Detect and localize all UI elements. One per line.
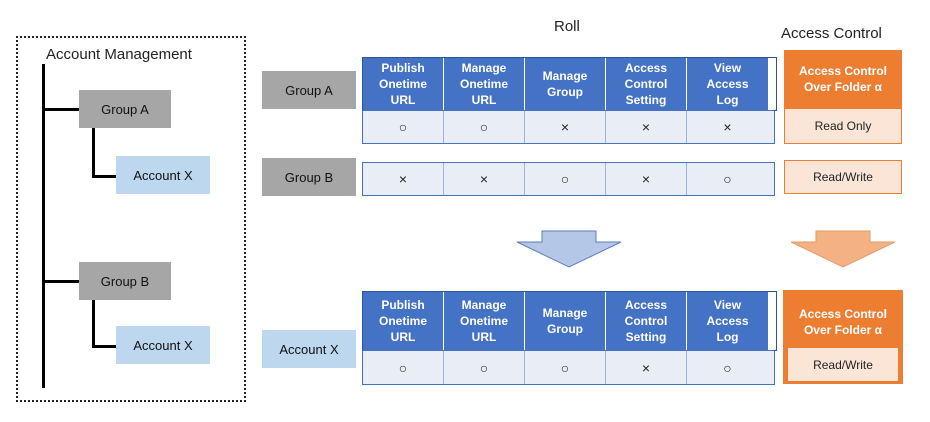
role-mark: ○: [363, 351, 444, 384]
role-mark: ○: [723, 171, 732, 187]
group-b-role-row: × × ○ × ○: [362, 162, 775, 196]
tree-connector-a-h: [92, 175, 117, 178]
header-manage-onetime-url: Manage Onetime URL: [444, 292, 525, 350]
header-publish-onetime-url: Publish Onetime URL: [363, 58, 444, 110]
account-management-panel: [16, 36, 246, 402]
role-mark: ×: [363, 163, 444, 195]
role-header-row-top: Publish Onetime URL Manage Onetime URL M…: [362, 57, 777, 111]
role-mark: ○: [444, 111, 525, 143]
role-mark: ×: [606, 111, 687, 143]
account-management-title: Account Management: [46, 46, 192, 63]
tree-group-a: Group A: [79, 90, 171, 128]
header-access-control-setting: Access Control Setting: [606, 292, 687, 350]
role-mark: ○: [444, 351, 525, 384]
header-manage-group: Manage Group: [525, 292, 606, 350]
tree-trunk-line: [42, 64, 45, 388]
role-mark: ×: [525, 111, 606, 143]
role-mark: ○: [525, 163, 606, 195]
roll-heading: Roll: [554, 18, 580, 35]
group-a-label: Group A: [262, 71, 356, 109]
header-publish-onetime-url: Publish Onetime URL: [363, 292, 444, 350]
account-x-access: Read/Write: [787, 347, 899, 382]
tree-branch-group-a: [42, 108, 80, 111]
tree-connector-a: [92, 128, 95, 178]
role-mark: ×: [723, 119, 732, 135]
orange-down-arrow-icon: [790, 230, 896, 268]
account-x-label: Account X: [262, 330, 356, 368]
tree-connector-b-h: [92, 345, 117, 348]
role-mark: ○: [525, 351, 606, 384]
tree-account-x-2: Account X: [116, 326, 210, 364]
group-a-role-row: ○ ○ × × ×: [362, 110, 775, 144]
role-mark: ×: [606, 351, 687, 384]
group-b-label: Group B: [262, 158, 356, 196]
header-view-access-log: View Access Log: [687, 58, 768, 110]
role-mark: ×: [444, 163, 525, 195]
tree-group-b: Group B: [79, 262, 171, 300]
group-a-access: Read Only: [784, 108, 902, 144]
role-mark: ×: [606, 163, 687, 195]
header-access-control-setting: Access Control Setting: [606, 58, 687, 110]
header-manage-group: Manage Group: [525, 58, 606, 110]
tree-account-x-1: Account X: [116, 156, 210, 194]
tree-branch-group-b: [42, 280, 80, 283]
role-mark: ○: [723, 359, 732, 376]
header-manage-onetime-url: Manage Onetime URL: [444, 58, 525, 110]
tree-connector-b: [92, 300, 95, 348]
access-control-header-top: Access Control Over Folder α: [784, 50, 902, 108]
role-header-row-bottom: Publish Onetime URL Manage Onetime URL M…: [362, 291, 777, 351]
account-x-role-row: ○ ○ ○ × ○: [362, 350, 775, 385]
access-control-heading: Access Control: [781, 25, 882, 42]
group-b-access: Read/Write: [784, 160, 902, 194]
role-mark: ○: [363, 111, 444, 143]
blue-down-arrow-icon: [516, 230, 622, 268]
header-view-access-log: View Access Log: [687, 292, 768, 350]
